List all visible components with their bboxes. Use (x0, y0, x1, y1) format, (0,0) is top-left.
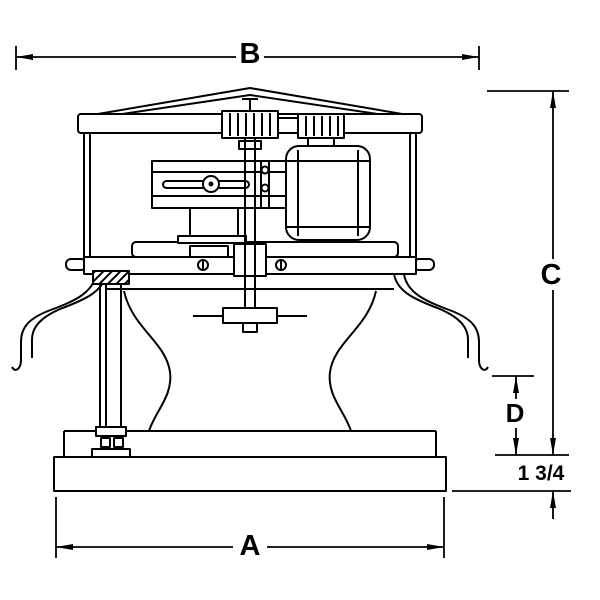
windband (11, 273, 489, 371)
curb-cap-base (53, 456, 447, 492)
motor (285, 138, 371, 241)
column-foot (95, 426, 127, 437)
dimension-base-width: A (55, 497, 445, 562)
dimension-overall-width: B (15, 38, 480, 70)
motor-mount-bracket (151, 160, 289, 244)
column-foot-bolt-left (100, 437, 111, 448)
windband-left-inner (31, 273, 107, 358)
bowl-left-profile (123, 290, 172, 432)
driven-sheave (221, 110, 279, 139)
dim-label-c: C (541, 259, 562, 291)
propeller-hub (222, 307, 278, 324)
dim-label-b: B (240, 38, 261, 70)
dimension-annotations: B C D 1 3/4 A (15, 38, 571, 562)
bowl-right-profile (328, 290, 377, 432)
base-assembly (53, 430, 447, 492)
windband-right-outer (403, 273, 489, 371)
dim-label-base-height: 1 3/4 (518, 462, 565, 485)
venturi-bowl (123, 290, 377, 432)
shaft-collar (238, 140, 262, 150)
column-foot-plate (91, 448, 131, 458)
belt-drive-pulleys (221, 98, 345, 139)
fan-shaft-assembly (193, 138, 307, 333)
shaft-bearing (233, 243, 267, 277)
windband-left-outer (11, 273, 97, 371)
dimension-windband-to-base: D (492, 375, 534, 455)
bracket-bolt-lower (260, 183, 270, 193)
column-hatch-block (92, 270, 130, 285)
windband-right-inner (393, 273, 469, 358)
dim-label-d: D (506, 398, 525, 428)
hood-peak-outer (85, 87, 415, 117)
support-column (91, 270, 131, 458)
shaft-tip (242, 322, 258, 333)
hood-peak-inner (101, 94, 399, 118)
bracket-adjust-bolt-center (208, 181, 214, 187)
dimension-overall-height: C (487, 90, 569, 456)
bracket-bolt-upper (260, 165, 270, 175)
motor-body (285, 145, 371, 241)
deck-mount-block (189, 245, 229, 258)
column-foot-bolt-right (113, 437, 124, 448)
fan-unit-drawing (11, 87, 489, 492)
dim-label-a: A (240, 530, 261, 562)
dimension-base-height: 1 3/4 (452, 462, 571, 519)
pedestal-plate (177, 235, 247, 244)
